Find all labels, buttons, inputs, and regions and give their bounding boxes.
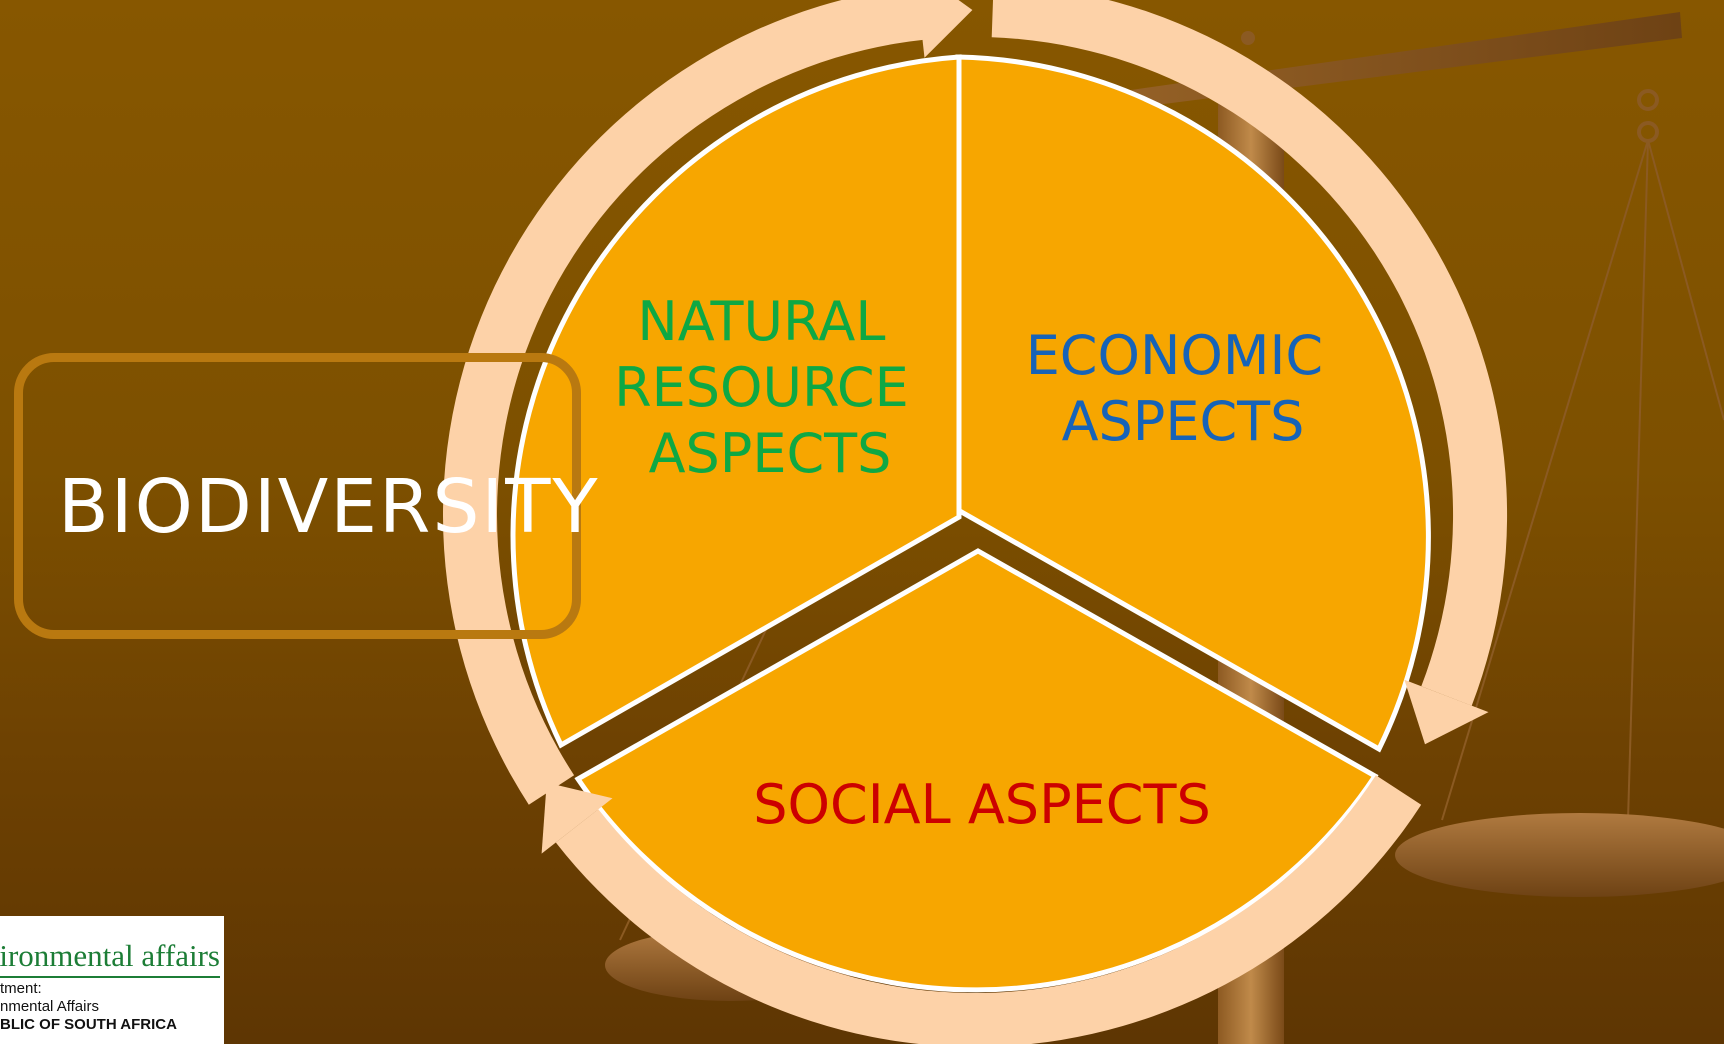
social-aspects-label: SOCIAL ASPECTS <box>753 773 1210 836</box>
segment-natural <box>510 54 962 749</box>
economic-aspects-label: ECONOMIC ASPECTS <box>1026 324 1341 453</box>
logo-text-line: nmental Affairs <box>0 998 99 1015</box>
natural-label-line: ASPECTS <box>649 422 892 485</box>
arrow-head <box>918 0 973 58</box>
natural-label-line: RESOURCE <box>614 356 909 419</box>
logo-title: ironmental affairs <box>0 938 220 973</box>
logo-divider <box>0 976 220 978</box>
social-label-line: SOCIAL ASPECTS <box>753 773 1210 836</box>
natural-label-line: NATURAL <box>637 290 885 353</box>
segment-social <box>574 548 1379 993</box>
arrow-arc-social-to-natural <box>555 775 1422 1044</box>
biodiversity-label: BIODIVERSITY <box>58 464 600 550</box>
arrow-arc-economic-to-social <box>991 0 1508 706</box>
economic-label-line: ECONOMIC <box>1026 324 1323 387</box>
economic-label-line: ASPECTS <box>1062 390 1305 453</box>
arrow-head <box>1404 679 1489 745</box>
scale-pan-right <box>1395 813 1724 897</box>
scale-hook-left-ring <box>1637 89 1659 111</box>
logo-text-line: BLIC OF SOUTH AFRICA <box>0 1016 177 1033</box>
scale-beam-knob <box>1241 31 1255 45</box>
scale-string <box>1647 139 1724 421</box>
arrow-head <box>541 782 613 854</box>
biodiversity-box <box>14 353 581 639</box>
scale-hook-ring <box>1637 121 1659 143</box>
arrow-arc-natural-to-economic <box>442 0 925 805</box>
logo-text-line: tment: <box>0 980 42 997</box>
scale-string <box>1627 139 1649 821</box>
segment-economic <box>955 54 1431 753</box>
cycle-arrow-ring <box>442 0 1508 1044</box>
department-logo: ironmental affairs tment: nmental Affair… <box>0 916 224 1044</box>
scale-string <box>1441 139 1649 821</box>
natural-resource-aspects-label: NATURAL RESOURCE ASPECTS <box>614 290 926 485</box>
